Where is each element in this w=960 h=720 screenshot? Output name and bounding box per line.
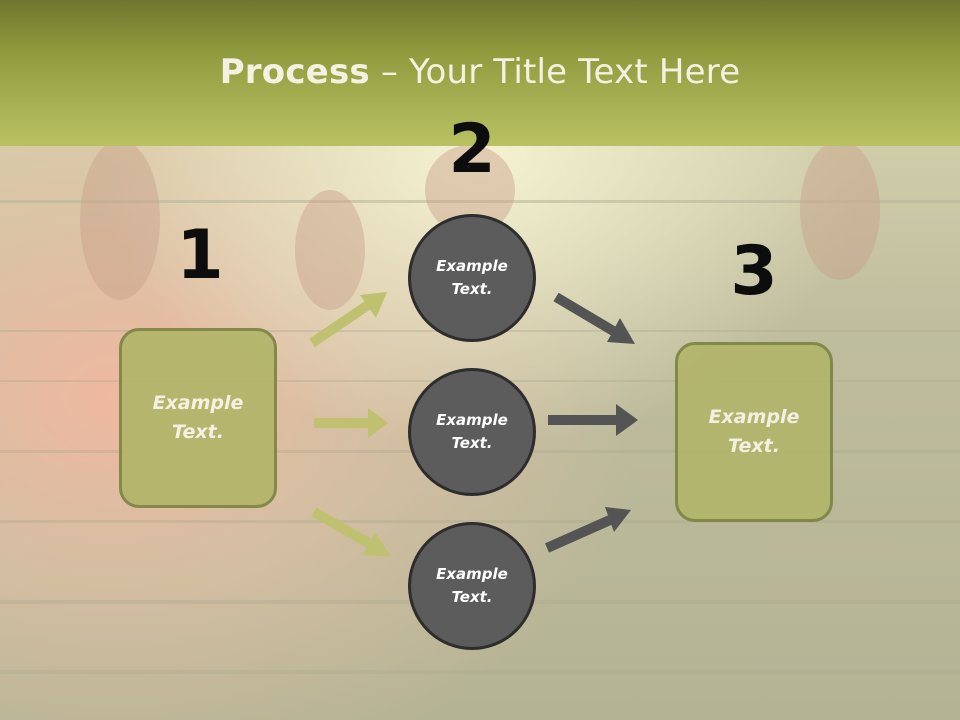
arrow-lower-right <box>544 507 631 553</box>
title-bar: Process – Your Title Text Here <box>0 0 960 146</box>
step-2-circle-middle: Example Text. <box>408 368 536 496</box>
step-1-number: 1 <box>176 216 224 295</box>
arrow-middle-left <box>314 408 388 438</box>
step-2-circle-bottom: Example Text. <box>408 522 536 650</box>
step-3-box: Example Text. <box>675 342 833 522</box>
step-3-text: Example Text. <box>708 406 800 457</box>
step-2-circle-bottom-text: Example Text. <box>436 565 508 606</box>
step-2-circle-middle-text: Example Text. <box>436 411 508 452</box>
title-rest: – Your Title Text Here <box>369 52 741 92</box>
step-3-number: 3 <box>730 232 778 311</box>
arrow-upper-right <box>553 292 635 344</box>
title-bold: Process <box>219 52 370 92</box>
arrow-lower-left <box>311 507 391 557</box>
arrow-upper-left <box>309 292 387 348</box>
slide-title: Process – Your Title Text Here <box>0 52 960 92</box>
arrow-middle-right <box>548 404 638 436</box>
step-2-number: 2 <box>448 110 496 189</box>
step-2-circle-top: Example Text. <box>408 214 536 342</box>
step-1-box: Example Text. <box>119 328 277 508</box>
step-2-circle-top-text: Example Text. <box>436 257 508 298</box>
step-1-text: Example Text. <box>152 392 244 443</box>
